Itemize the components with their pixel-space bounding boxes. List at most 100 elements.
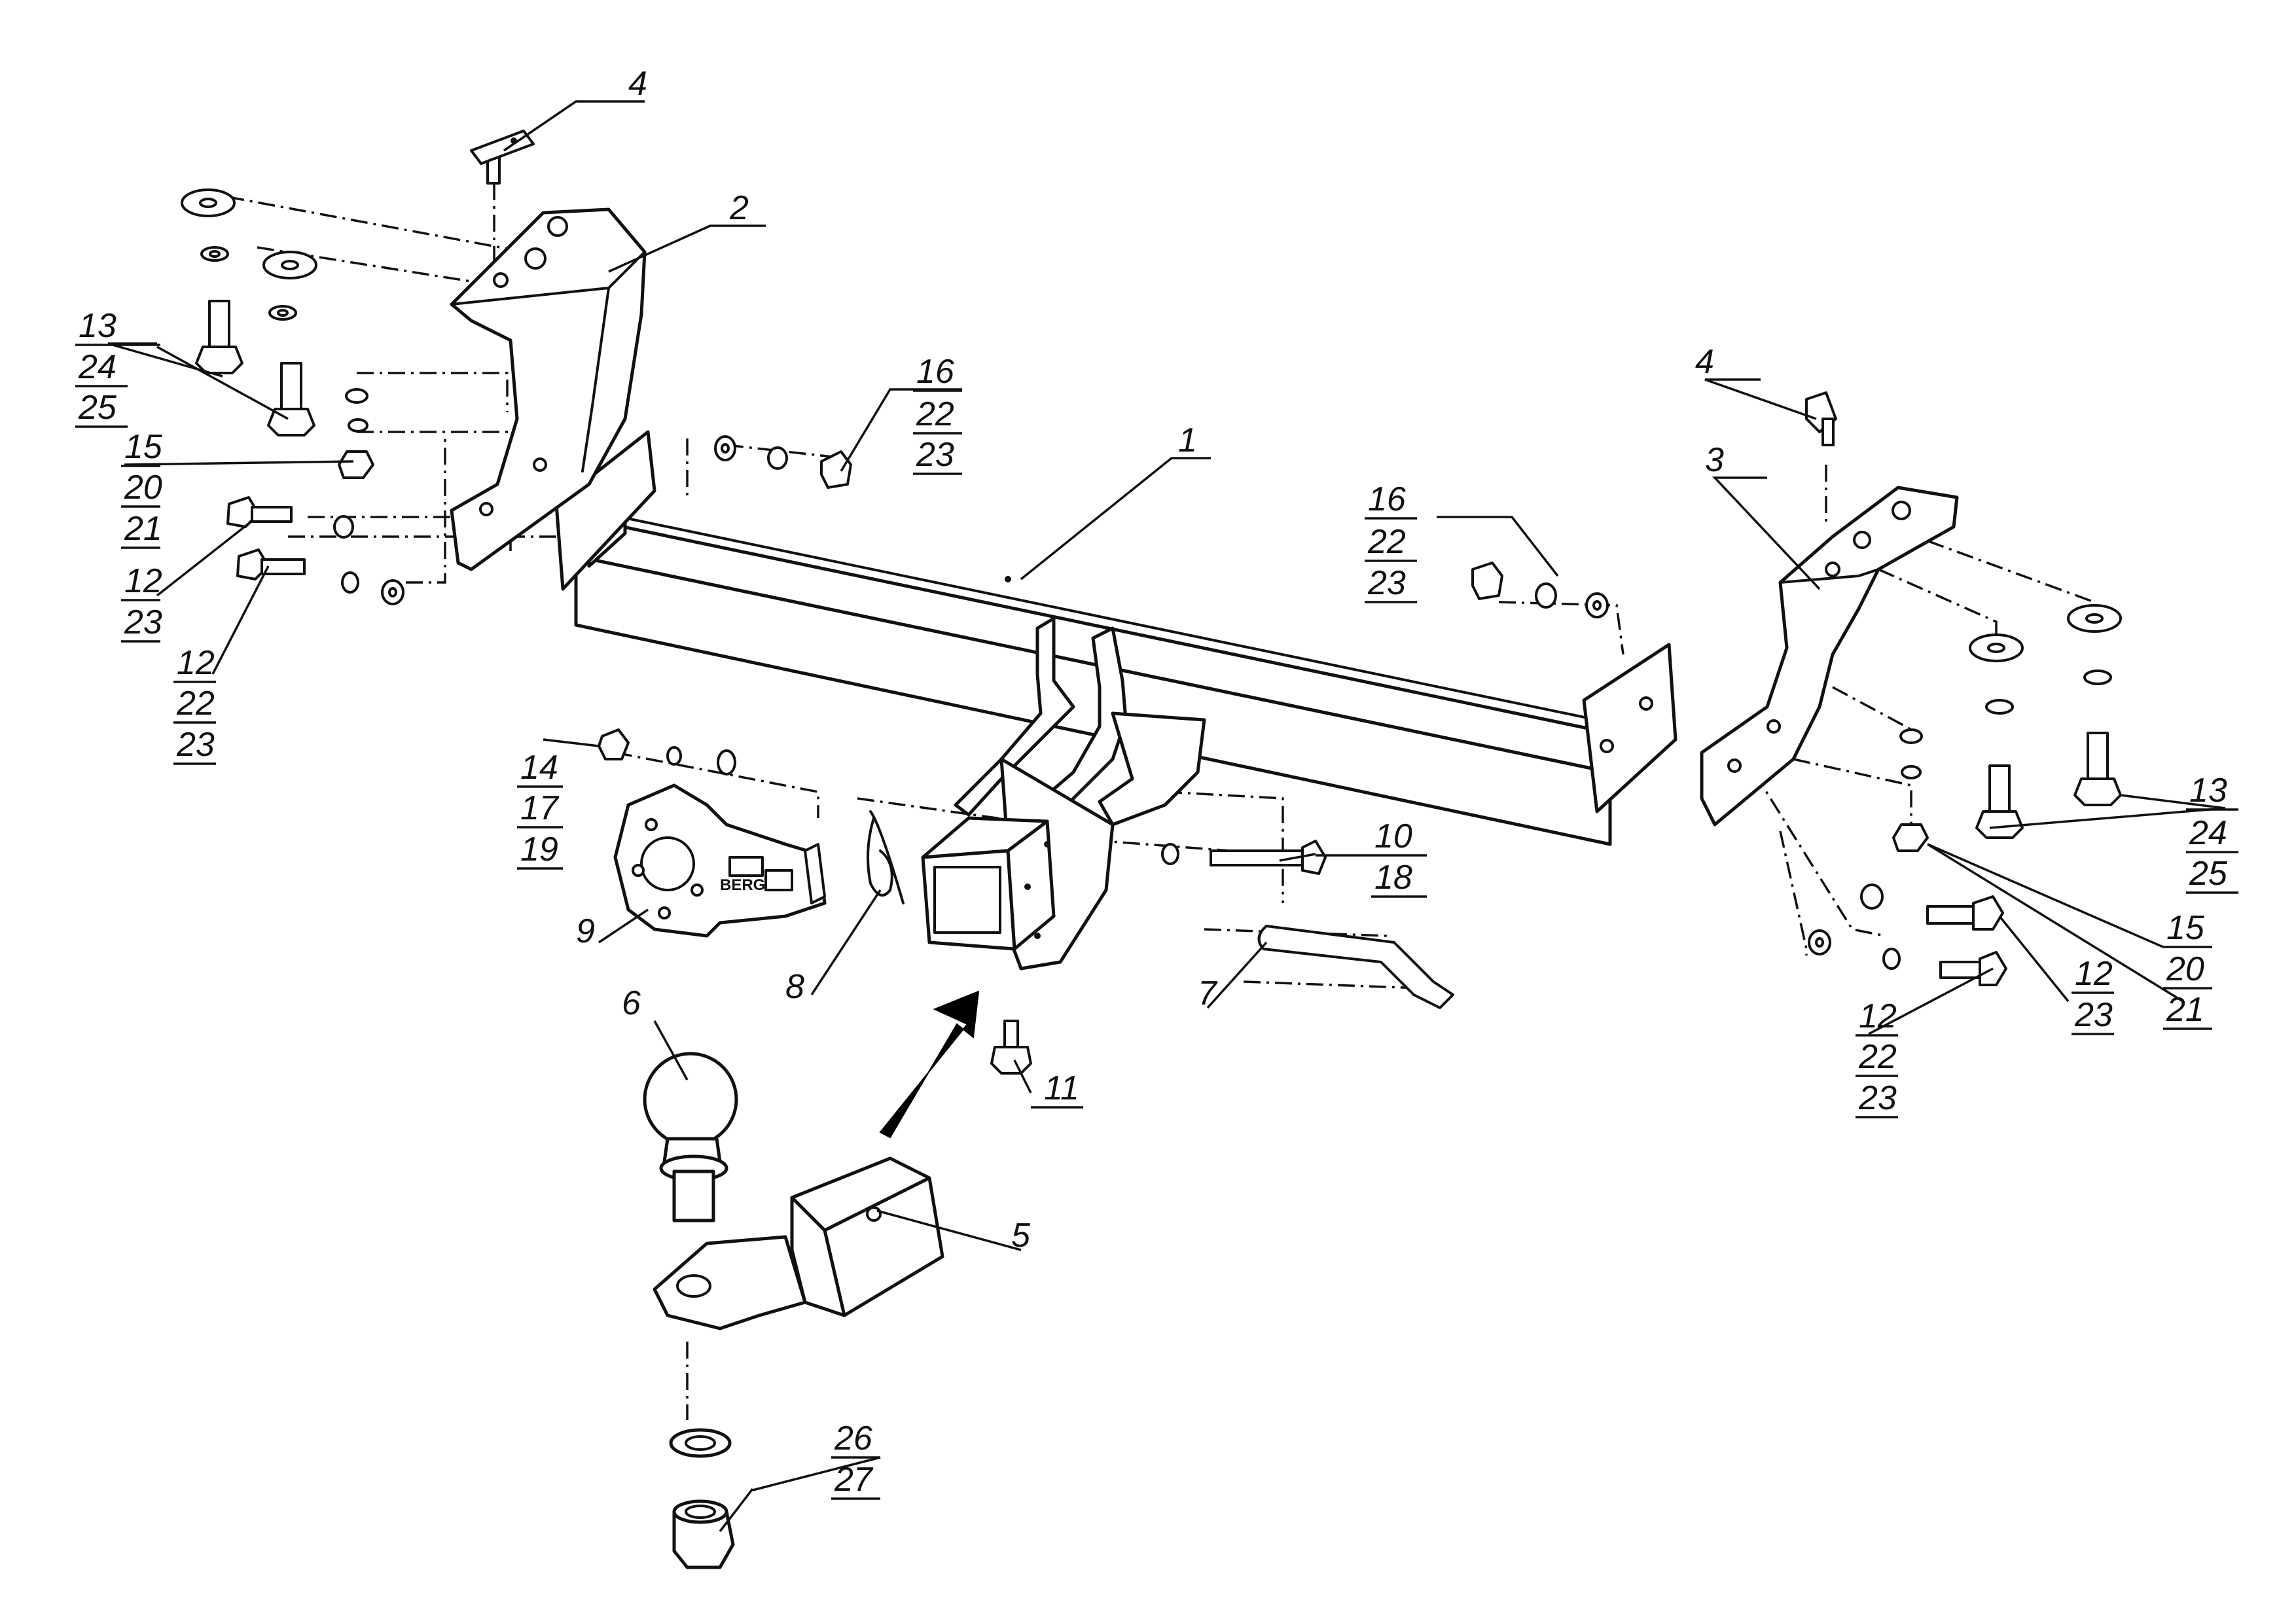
svg-text:24: 24	[2189, 814, 2227, 852]
callout-15-left: 15 20 21	[121, 428, 163, 549]
svg-text:16: 16	[916, 353, 954, 391]
tow-ball	[643, 1052, 738, 1222]
callout-5: 5	[1011, 1217, 1031, 1255]
svg-text:24: 24	[78, 348, 117, 386]
svg-text:14: 14	[520, 749, 558, 787]
svg-text:5: 5	[1011, 1217, 1031, 1255]
callout-3: 3	[1705, 441, 1724, 479]
svg-text:22: 22	[916, 395, 954, 433]
callout-12-left-a: 12 23	[121, 562, 162, 643]
svg-text:19: 19	[520, 830, 558, 868]
svg-text:20: 20	[124, 469, 162, 507]
svg-text:18: 18	[1374, 859, 1412, 897]
callout-15-right: 15 20 21	[1927, 843, 2212, 1030]
callout-12-right-a: 12 23	[2072, 955, 2114, 1035]
svg-text:26: 26	[834, 1419, 872, 1457]
callout-8: 8	[785, 968, 804, 1006]
right-bracket	[1700, 486, 1959, 827]
callout-14: 14 17 19	[517, 749, 563, 870]
svg-text:21: 21	[2166, 991, 2204, 1029]
callout-12-left-b: 12 22 23	[173, 644, 216, 765]
bolt-12-right-b	[1939, 951, 2007, 986]
svg-text:6: 6	[622, 984, 641, 1022]
callout-2: 2	[729, 189, 749, 227]
svg-text:23: 23	[2074, 996, 2113, 1034]
svg-text:22: 22	[1367, 523, 1406, 561]
svg-text:13: 13	[79, 307, 117, 345]
bolt-13-right-b	[2073, 732, 2122, 806]
bolt-13-left-a	[195, 300, 243, 374]
svg-text:13: 13	[2189, 772, 2227, 810]
callout-4-right: 4	[1695, 343, 1714, 381]
svg-text:25: 25	[78, 389, 117, 427]
bolt-11	[990, 1020, 1032, 1075]
svg-text:7: 7	[1198, 974, 1218, 1012]
svg-text:21: 21	[124, 510, 162, 548]
callout-26: 26 27	[752, 1419, 881, 1500]
svg-text:8: 8	[785, 968, 804, 1006]
receiver-tube	[921, 816, 1056, 951]
svg-text:9: 9	[576, 912, 595, 950]
svg-text:16: 16	[1368, 480, 1406, 518]
leader-lines	[107, 100, 2226, 1533]
callout-labels: 4 2 1 16 22 23 16 22 23 4	[75, 65, 2238, 1500]
bolt-12-left-a	[226, 496, 293, 528]
callout-16-center: 16 22 23	[913, 353, 962, 475]
svg-text:4: 4	[1695, 343, 1714, 381]
callout-11: 11	[1031, 1069, 1083, 1109]
svg-text:23: 23	[1858, 1079, 1897, 1117]
callout-6: 6	[622, 984, 641, 1022]
svg-text:10: 10	[1374, 817, 1412, 855]
callout-13-right: 13 24 25	[2186, 772, 2238, 894]
svg-text:12: 12	[124, 562, 162, 600]
svg-text:22: 22	[176, 685, 215, 722]
hardware-16-right	[1471, 562, 1609, 618]
left-hardware	[181, 130, 535, 605]
svg-text:23: 23	[176, 726, 215, 764]
callout-10: 10 18	[1316, 817, 1427, 898]
pin-7	[1257, 925, 1454, 1009]
bolt-10	[1161, 840, 1327, 875]
svg-text:15: 15	[2166, 909, 2205, 947]
callout-4-left: 4	[628, 65, 647, 103]
callout-9: 9	[576, 912, 595, 950]
brand-plate-label: BERG	[720, 876, 765, 894]
insertion-arrow	[879, 990, 980, 1139]
washer-26	[669, 1428, 732, 1458]
bolt-13-right-a	[1975, 764, 2024, 839]
callout-13-left: 13 24 25	[75, 307, 160, 428]
ball-mount	[653, 1156, 944, 1330]
r-clip	[867, 810, 905, 904]
svg-text:25: 25	[2189, 855, 2228, 893]
svg-text:12: 12	[2075, 955, 2113, 993]
svg-text:27: 27	[834, 1461, 874, 1499]
callout-7: 7	[1198, 974, 1218, 1012]
svg-text:2: 2	[729, 189, 749, 227]
svg-text:1: 1	[1178, 421, 1197, 459]
bolt-12-right-a	[1926, 895, 2004, 931]
svg-text:12: 12	[1859, 997, 1897, 1035]
bolt-13-left-b	[267, 362, 315, 437]
bolt-12-left-b	[236, 548, 306, 580]
bolt-4-right	[1805, 391, 1837, 446]
svg-text:17: 17	[520, 789, 560, 827]
svg-text:22: 22	[1858, 1038, 1897, 1076]
left-bracket	[450, 207, 647, 571]
hardware-14	[598, 728, 736, 776]
callout-16-right: 16 22 23	[1365, 480, 1417, 603]
svg-text:15: 15	[124, 428, 163, 466]
svg-text:23: 23	[1367, 564, 1406, 602]
svg-text:3: 3	[1705, 441, 1724, 479]
svg-text:20: 20	[2166, 950, 2204, 988]
right-hardware	[1805, 391, 2122, 986]
callout-1: 1	[1178, 421, 1197, 459]
callout-12-right-b: 12 22 23	[1856, 997, 1898, 1118]
nut-27	[672, 1499, 735, 1569]
socket-plate: BERG	[613, 783, 827, 938]
svg-text:11: 11	[1044, 1069, 1079, 1107]
bolt-4-left	[470, 130, 535, 185]
svg-text:12: 12	[177, 644, 215, 682]
svg-text:23: 23	[124, 603, 162, 641]
svg-text:23: 23	[916, 436, 954, 474]
